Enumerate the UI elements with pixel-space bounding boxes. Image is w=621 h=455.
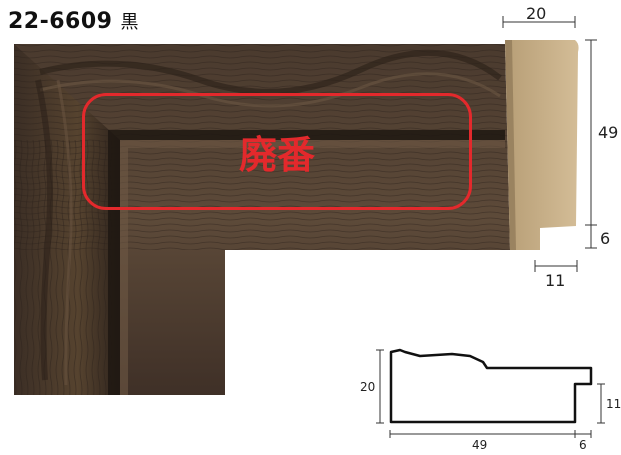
product-title: 22-6609 黒 xyxy=(8,8,139,34)
profile-bottom-width: 49 xyxy=(472,438,488,452)
discontinued-stamp-text: 廃番 xyxy=(238,133,315,177)
profile-left-height: 20 xyxy=(360,380,376,394)
product-code: 22-6609 xyxy=(8,9,113,34)
dim-lip-width: 11 xyxy=(545,271,566,290)
product-color-label: 黒 xyxy=(120,12,139,33)
dim-lip-height: 6 xyxy=(600,229,611,248)
dim-width-top: 20 xyxy=(526,4,547,23)
discontinued-stamp: 廃番 xyxy=(82,93,472,210)
dim-height-right: 49 xyxy=(598,123,619,142)
profile-right-height: 11 xyxy=(606,397,621,411)
profile-bottom-lip: 6 xyxy=(579,438,587,452)
